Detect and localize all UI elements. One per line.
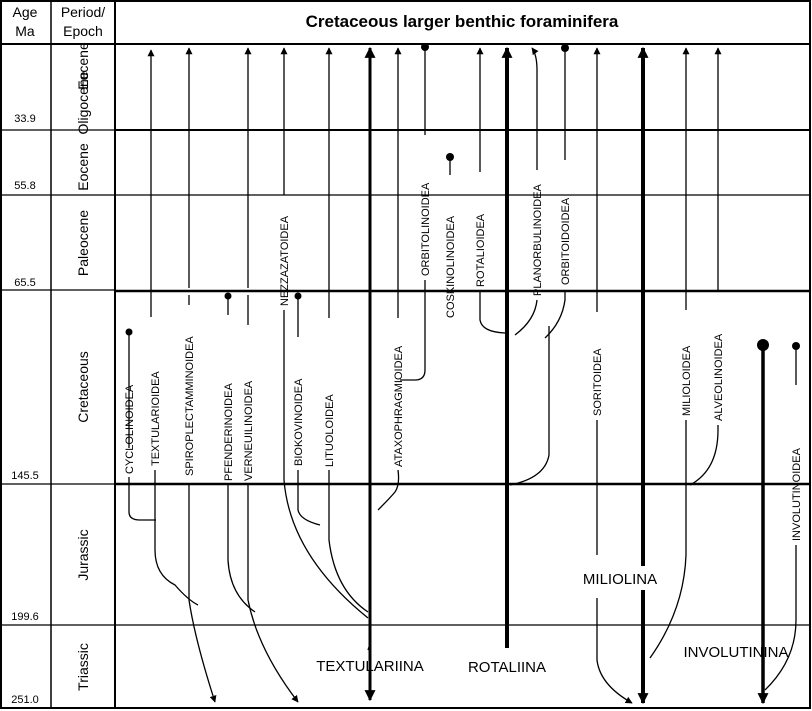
superfamily-label: LITUOLOIDEA xyxy=(324,394,336,467)
period-label: Oligocene xyxy=(75,71,91,134)
suborder-label-involutinina: INVOLUTININA xyxy=(683,644,788,661)
age-label: 199.6 xyxy=(11,611,39,623)
superfamily-label: ALVEOLINOIDEA xyxy=(713,333,725,421)
age-label: 33.9 xyxy=(14,113,35,125)
superfamily-label: VERNEUILINOIDEA xyxy=(243,380,255,481)
superfamily-label: COSKINOLINOIDEA xyxy=(445,215,457,318)
superfamily-label: INVOLUTINOIDEA xyxy=(791,447,803,541)
superfamily-label: ATAXOPHRAGMIOIDEA xyxy=(393,345,405,467)
superfamily-label: PFENDERINOIDEA xyxy=(223,383,235,481)
superfamily-label: SPIROPLECTAMMINOIDEA xyxy=(184,336,196,476)
age-label: 65.5 xyxy=(14,277,35,289)
superfamily-label: CYCLOLINOIDEA xyxy=(124,384,136,474)
extinction-dot xyxy=(561,44,569,52)
period-header-line2: Epoch xyxy=(63,23,103,39)
time-boundaries xyxy=(1,129,810,626)
superfamily-label: ORBITOLINOIDEA xyxy=(420,182,432,276)
period-header-line1: Period/ xyxy=(61,4,105,20)
superfamily-label: PLANORBULINOIDEA xyxy=(532,183,544,296)
superfamily-label: ROTALIOIDEA xyxy=(475,213,487,287)
extinction-dot xyxy=(421,43,429,51)
age-label: 251.0 xyxy=(11,694,39,706)
suborder-stems xyxy=(364,46,769,705)
superfamily-label: ORBITOIDOIDEA xyxy=(560,197,572,285)
age-header-line2: Ma xyxy=(15,23,35,39)
extinction-dots xyxy=(125,43,800,351)
extinction-dot xyxy=(125,328,133,336)
period-label: Eocene xyxy=(75,143,91,191)
extinction-dot xyxy=(446,153,454,161)
age-label: 145.5 xyxy=(11,470,39,482)
extinction-dot xyxy=(757,339,769,351)
superfamily-label: MILIOLOIDEA xyxy=(681,345,693,416)
suborder-label-miliolina: MILIOLINA xyxy=(583,571,657,588)
chart-title: Cretaceous larger benthic foraminifera xyxy=(306,12,619,31)
extinction-dot xyxy=(294,292,302,300)
period-label: Eocene xyxy=(75,42,91,90)
age-header-line1: Age xyxy=(13,4,38,20)
superfamily-label: SORITOIDEA xyxy=(592,348,604,416)
extinction-dot xyxy=(224,292,232,300)
superfamily-label: BIOKOVINOIDEA xyxy=(293,378,305,466)
age-label: 55.8 xyxy=(14,180,35,192)
superfamily-label: TEXTULARIOIDEA xyxy=(150,371,162,466)
suborder-label-rotaliina: ROTALIINA xyxy=(468,659,546,676)
superfamily-label: NEZZAZATOIDEA xyxy=(279,215,291,306)
suborder-label-textulariina: TEXTULARIINA xyxy=(316,658,424,675)
period-label: Paleocene xyxy=(75,210,91,276)
lineage-lines xyxy=(128,47,797,704)
extinction-dot xyxy=(792,342,800,350)
period-label: Cretaceous xyxy=(75,351,91,423)
period-label: Jurassic xyxy=(75,529,91,580)
period-label: Triassic xyxy=(75,643,91,691)
